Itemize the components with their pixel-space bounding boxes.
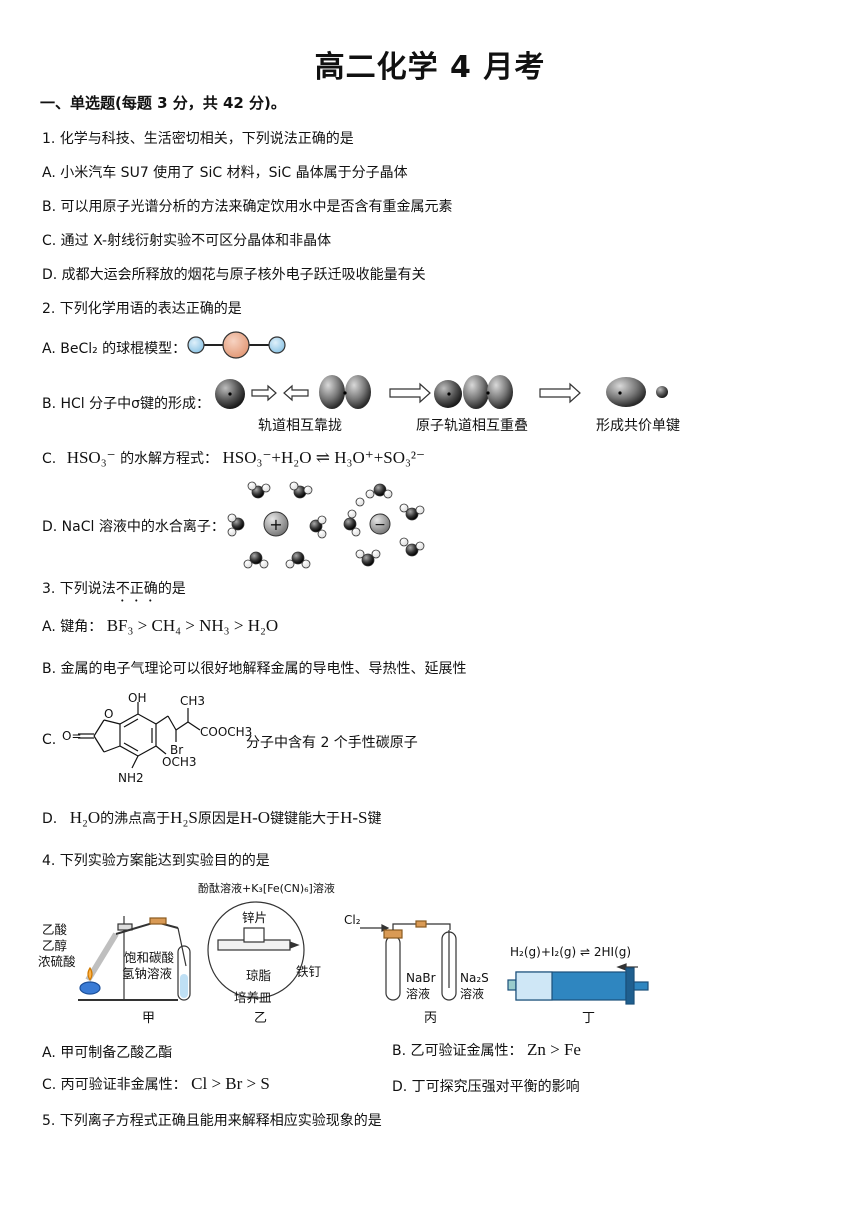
apparatus-ding: [507, 963, 649, 1005]
hydrated-ions-figure: + −: [227, 481, 425, 569]
experiment-apparatus-figure: 乙酸 乙醇 浓硫酸 饱和碳酸 氢钠溶液 甲 酚酞溶液+K₃[Fe(CN)₆]溶液…: [38, 881, 649, 1026]
q4-option-b: B. 乙可验证金属性： Zn > Fe: [392, 1040, 581, 1060]
caption-approach: 轨道相互靠拢: [258, 418, 342, 434]
q5-stem: 5. 下列离子方程式正确且能用来解释相应实验现象的是: [42, 1113, 382, 1129]
label-bing: 丙: [424, 1011, 437, 1026]
q1-option-c: C. 通过 X-射线衍射实验不可区分晶体和非晶体: [42, 233, 332, 249]
ho-bond: H-O: [239, 808, 271, 827]
q3-d-text2: 原因是: [197, 811, 240, 827]
hs-bond: H-S: [340, 808, 368, 827]
q4-stem: 4. 下列实验方案能达到实验目的的是: [42, 853, 270, 869]
q3-option-b: B. 金属的电子气理论可以很好地解释金属的导电性、导热性、延展性: [42, 661, 467, 677]
nonmetal-expression: Cl > Br > S: [191, 1074, 270, 1093]
approach-arrows-icon: [251, 384, 309, 402]
apparatus-yi: [207, 901, 305, 999]
nh2-label: NH2: [118, 771, 144, 785]
label-solution-1: 溶液: [406, 986, 430, 1001]
label-sat-bicarbonate: 饱和碳酸: [124, 950, 175, 965]
arrow-right-icon: [539, 382, 581, 404]
q2-option-a: A. BeCl₂ 的球棍模型：: [42, 341, 187, 357]
label-na2s: Na₂S: [460, 971, 489, 985]
label-equilibrium: H₂(g)+I₂(g) ⇌ 2HI(g): [510, 945, 631, 959]
hcl-sigma-bond-figure: 轨道相互靠拢 原子轨道相互重叠 形成共价单键: [215, 375, 680, 434]
q4-c-prefix: C. 丙可验证非金属性：: [42, 1077, 187, 1093]
svg-text:−: −: [374, 517, 386, 533]
q1-option-b: B. 可以用原子光谱分析的方法来确定饮用水中是否含有重金属元素: [42, 199, 453, 215]
label-jia: 甲: [142, 1011, 155, 1026]
label-acetic-acid: 乙酸: [42, 922, 68, 937]
q3-d-text1: 的沸点高于: [100, 811, 171, 827]
ring-o-label: O: [104, 707, 113, 721]
q2-c-mid: 的水解方程式：: [120, 451, 219, 467]
q3-d-prefix: D.: [42, 811, 58, 827]
label-phenolphthalein: 酚酞溶液+K₃[Fe(CN)₆]溶液: [198, 881, 335, 895]
label-solution-2: 溶液: [460, 986, 484, 1001]
q3-option-c: 分子中含有 2 个手性碳原子: [246, 735, 418, 751]
cooch3-label: COOCH3: [200, 725, 252, 739]
metal-activity-expression: Zn > Fe: [526, 1040, 581, 1059]
label-ding: 丁: [582, 1011, 595, 1026]
s-orbital-icon: [215, 379, 245, 409]
label-iron-nail: 铁钉: [296, 964, 322, 979]
label-chlorine: Cl₂: [344, 913, 361, 927]
q2-option-b: B. HCl 分子中σ键的形成：: [42, 396, 211, 412]
label-petri-dish: 培养皿: [234, 990, 272, 1005]
ch3-label: CH3: [180, 694, 205, 708]
q2-c-prefix: C.: [42, 451, 57, 467]
arrow-right-icon: [389, 382, 431, 404]
q3-stem: 3. 下列说法不正确的是: [42, 578, 186, 605]
p-orbital-icon: [319, 375, 371, 409]
label-zinc-sheet: 锌片: [242, 910, 267, 925]
och3-label: OCH3: [162, 755, 196, 769]
q4-option-c: C. 丙可验证非金属性： Cl > Br > S: [42, 1074, 270, 1094]
overlap-orbital-icon: [434, 375, 513, 409]
br-label: Br: [170, 743, 183, 757]
q2-stem: 2. 下列化学用语的表达正确的是: [42, 301, 242, 317]
becl2-ball-stick-model: [187, 331, 286, 359]
hso3-ion: HSO₃⁻: [66, 448, 116, 467]
q2-option-d: D. NaCl 溶液中的水合离子：: [42, 519, 225, 535]
bond-angle-expression: BF₃ > CH₄ > NH₃ > H₂O: [106, 616, 279, 635]
na-hydrated-ion-icon: +: [227, 481, 327, 569]
carbonyl-o-label: O=: [62, 729, 82, 743]
cl-hydrated-ion-icon: −: [343, 483, 425, 567]
q4-option-a: A. 甲可制备乙酸乙酯: [42, 1045, 173, 1061]
label-ethanol: 乙醇: [42, 938, 67, 953]
q3-stem-emphasis: 不正确: [115, 581, 158, 597]
single-bond-orbital-icon: [606, 377, 668, 407]
label-conc-sulfuric: 浓硫酸: [38, 954, 76, 969]
section-heading: 一、单选题(每题 3 分，共 42 分)。: [40, 94, 286, 112]
q3-a-prefix: A. 键角：: [42, 619, 103, 635]
label-sodium-solution: 氢钠溶液: [122, 966, 173, 981]
q2-option-c: C. HSO₃⁻ 的水解方程式： HSO₃⁻+H₂O ⇌ H₃O⁺+SO₃²⁻: [42, 448, 425, 468]
q3-option-d: D. H₂O的沸点高于H₂S原因是H-O键键能大于H-S键: [42, 808, 381, 828]
caption-overlap: 原子轨道相互重叠: [416, 418, 528, 434]
page-title: 高二化学 4 月考: [314, 50, 546, 85]
label-agar: 琼脂: [246, 968, 271, 983]
apparatus-jia: [78, 916, 191, 1001]
q4-option-d: D. 丁可探究压强对平衡的影响: [392, 1079, 580, 1095]
label-nabr: NaBr: [406, 971, 436, 985]
h2o-formula: H₂O: [69, 808, 101, 827]
hydrolysis-equation: HSO₃⁻+H₂O ⇌ H₃O⁺+SO₃²⁻: [222, 448, 426, 467]
label-yi: 乙: [254, 1011, 267, 1026]
svg-text:+: +: [269, 515, 282, 534]
q4-b-prefix: B. 乙可验证金属性：: [392, 1043, 523, 1059]
q1-stem: 1. 化学与科技、生活密切相关，下列说法正确的是: [42, 131, 354, 147]
oh-label: OH: [128, 691, 146, 705]
q3-d-text4: 键: [367, 811, 382, 827]
apparatus-bing: [360, 920, 457, 1001]
structural-formula: OH CH3 COOCH3 Br OCH3 NH2 O O=: [62, 691, 252, 785]
q3-stem-pre: 3. 下列说法: [42, 581, 116, 597]
q3-d-text3: 键键能大于: [270, 811, 341, 827]
caption-single-bond: 形成共价单键: [596, 418, 680, 434]
h2s-formula: H₂S: [170, 808, 198, 827]
q3-option-a: A. 键角： BF₃ > CH₄ > NH₃ > H₂O: [42, 616, 278, 636]
q3-stem-post: 的是: [157, 581, 186, 597]
q1-option-a: A. 小米汽车 SU7 使用了 SiC 材料，SiC 晶体属于分子晶体: [42, 165, 408, 181]
q3-c-prefix: C.: [42, 732, 57, 748]
q1-option-d: D. 成都大运会所释放的烟花与原子核外电子跃迁吸收能量有关: [42, 267, 426, 283]
